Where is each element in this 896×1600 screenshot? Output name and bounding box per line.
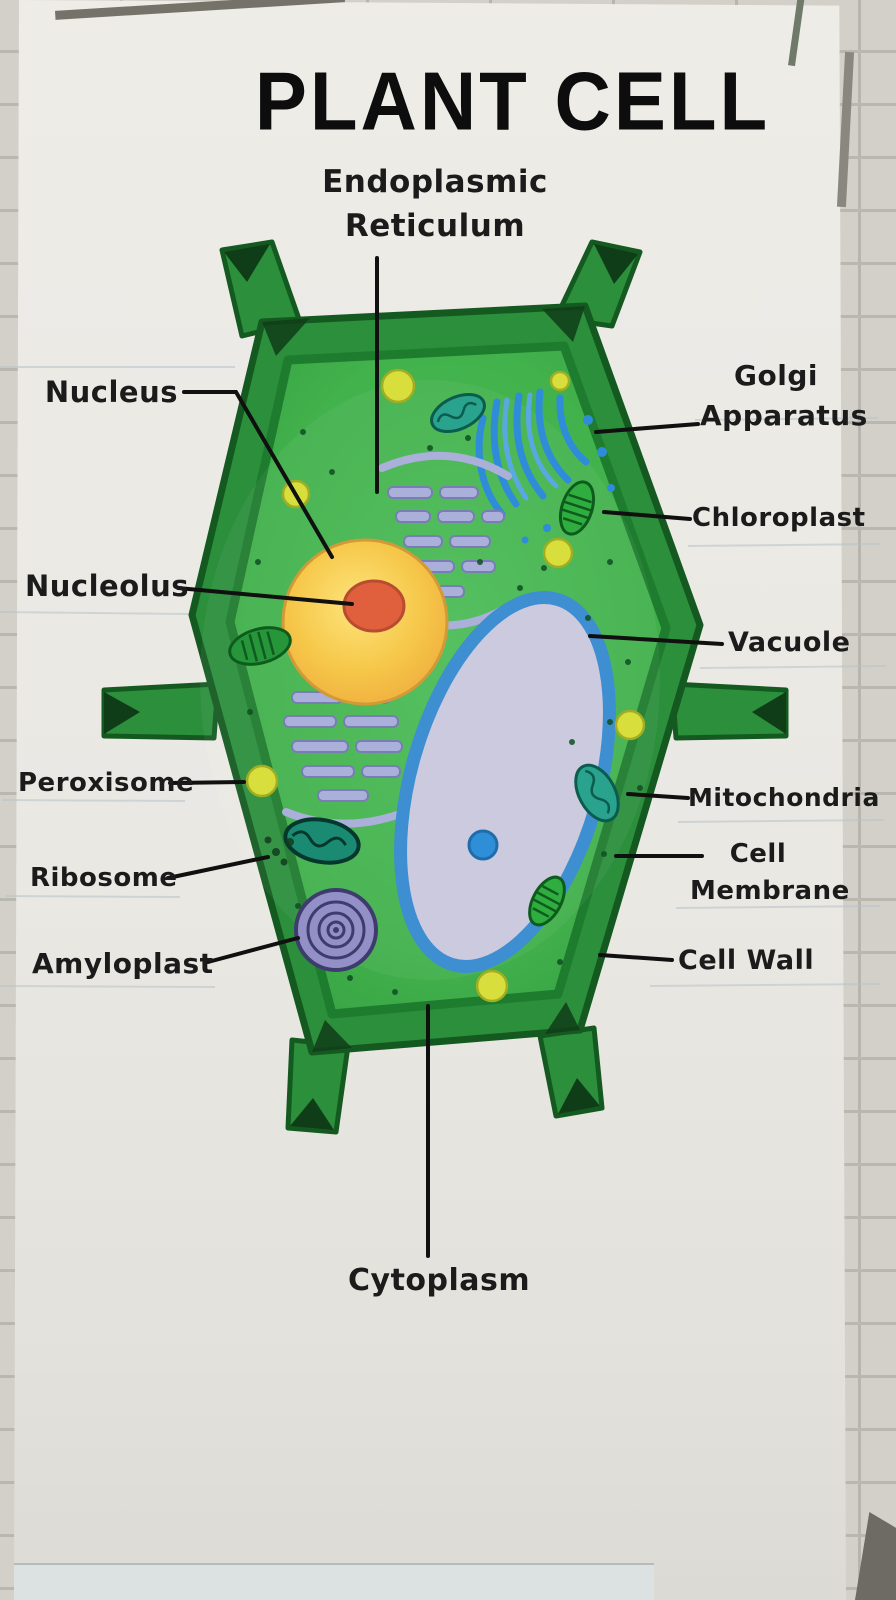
ruled-guide-lines [0, 366, 887, 988]
label-cell-wall: Cell Wall [678, 945, 815, 976]
ribosome-cluster [264, 836, 294, 866]
pointer-chloroplast [602, 510, 692, 521]
pointer-ribosome [166, 855, 270, 880]
label-nucleolus: Nucleolus [25, 569, 189, 603]
pointer-mitochondria [626, 792, 690, 800]
label-endoplasmic-reticulum: Endoplasmic Reticulum [322, 164, 548, 245]
pointer-lines [166, 256, 724, 1258]
label-cytoplasm: Cytoplasm [348, 1263, 531, 1298]
pointer-amyloplast [206, 936, 300, 964]
endoplasmic-reticulum-drawing [282, 451, 512, 828]
label-chloroplast: Chloroplast [692, 503, 866, 533]
label-vacuole: Vacuole [728, 627, 851, 658]
poster-bottom-edge [14, 1563, 654, 1600]
nucleus-drawing [281, 538, 449, 706]
pointer-nucleus [182, 390, 334, 559]
pointer-golgi-apparatus [594, 422, 700, 434]
label-cell-membrane: Cell Membrane [690, 839, 850, 906]
nucleolus-drawing [342, 579, 406, 633]
label-golgi-apparatus: Golgi Apparatus [700, 359, 868, 432]
label-amyloplast: Amyloplast [32, 947, 214, 980]
label-ribosome: Ribosome [30, 863, 178, 893]
poster-title: PLANT CELL [254, 54, 771, 148]
vacuole-drawing [394, 591, 616, 973]
label-peroxisome: Peroxisome [18, 768, 195, 798]
pointer-vacuole [588, 634, 724, 646]
amyloplast-drawing [294, 888, 378, 972]
pointer-cell-wall [598, 953, 674, 962]
label-nucleus: Nucleus [44, 375, 178, 409]
golgi-apparatus-drawing [475, 374, 615, 544]
chloroplasts-drawing [228, 480, 596, 927]
pointer-nucleolus [176, 586, 354, 606]
mitochondria-drawing [283, 392, 620, 865]
ribosomes-drawing [247, 429, 643, 995]
label-mitochondria: Mitochondria [688, 783, 880, 812]
pointer-peroxisome [168, 780, 246, 785]
